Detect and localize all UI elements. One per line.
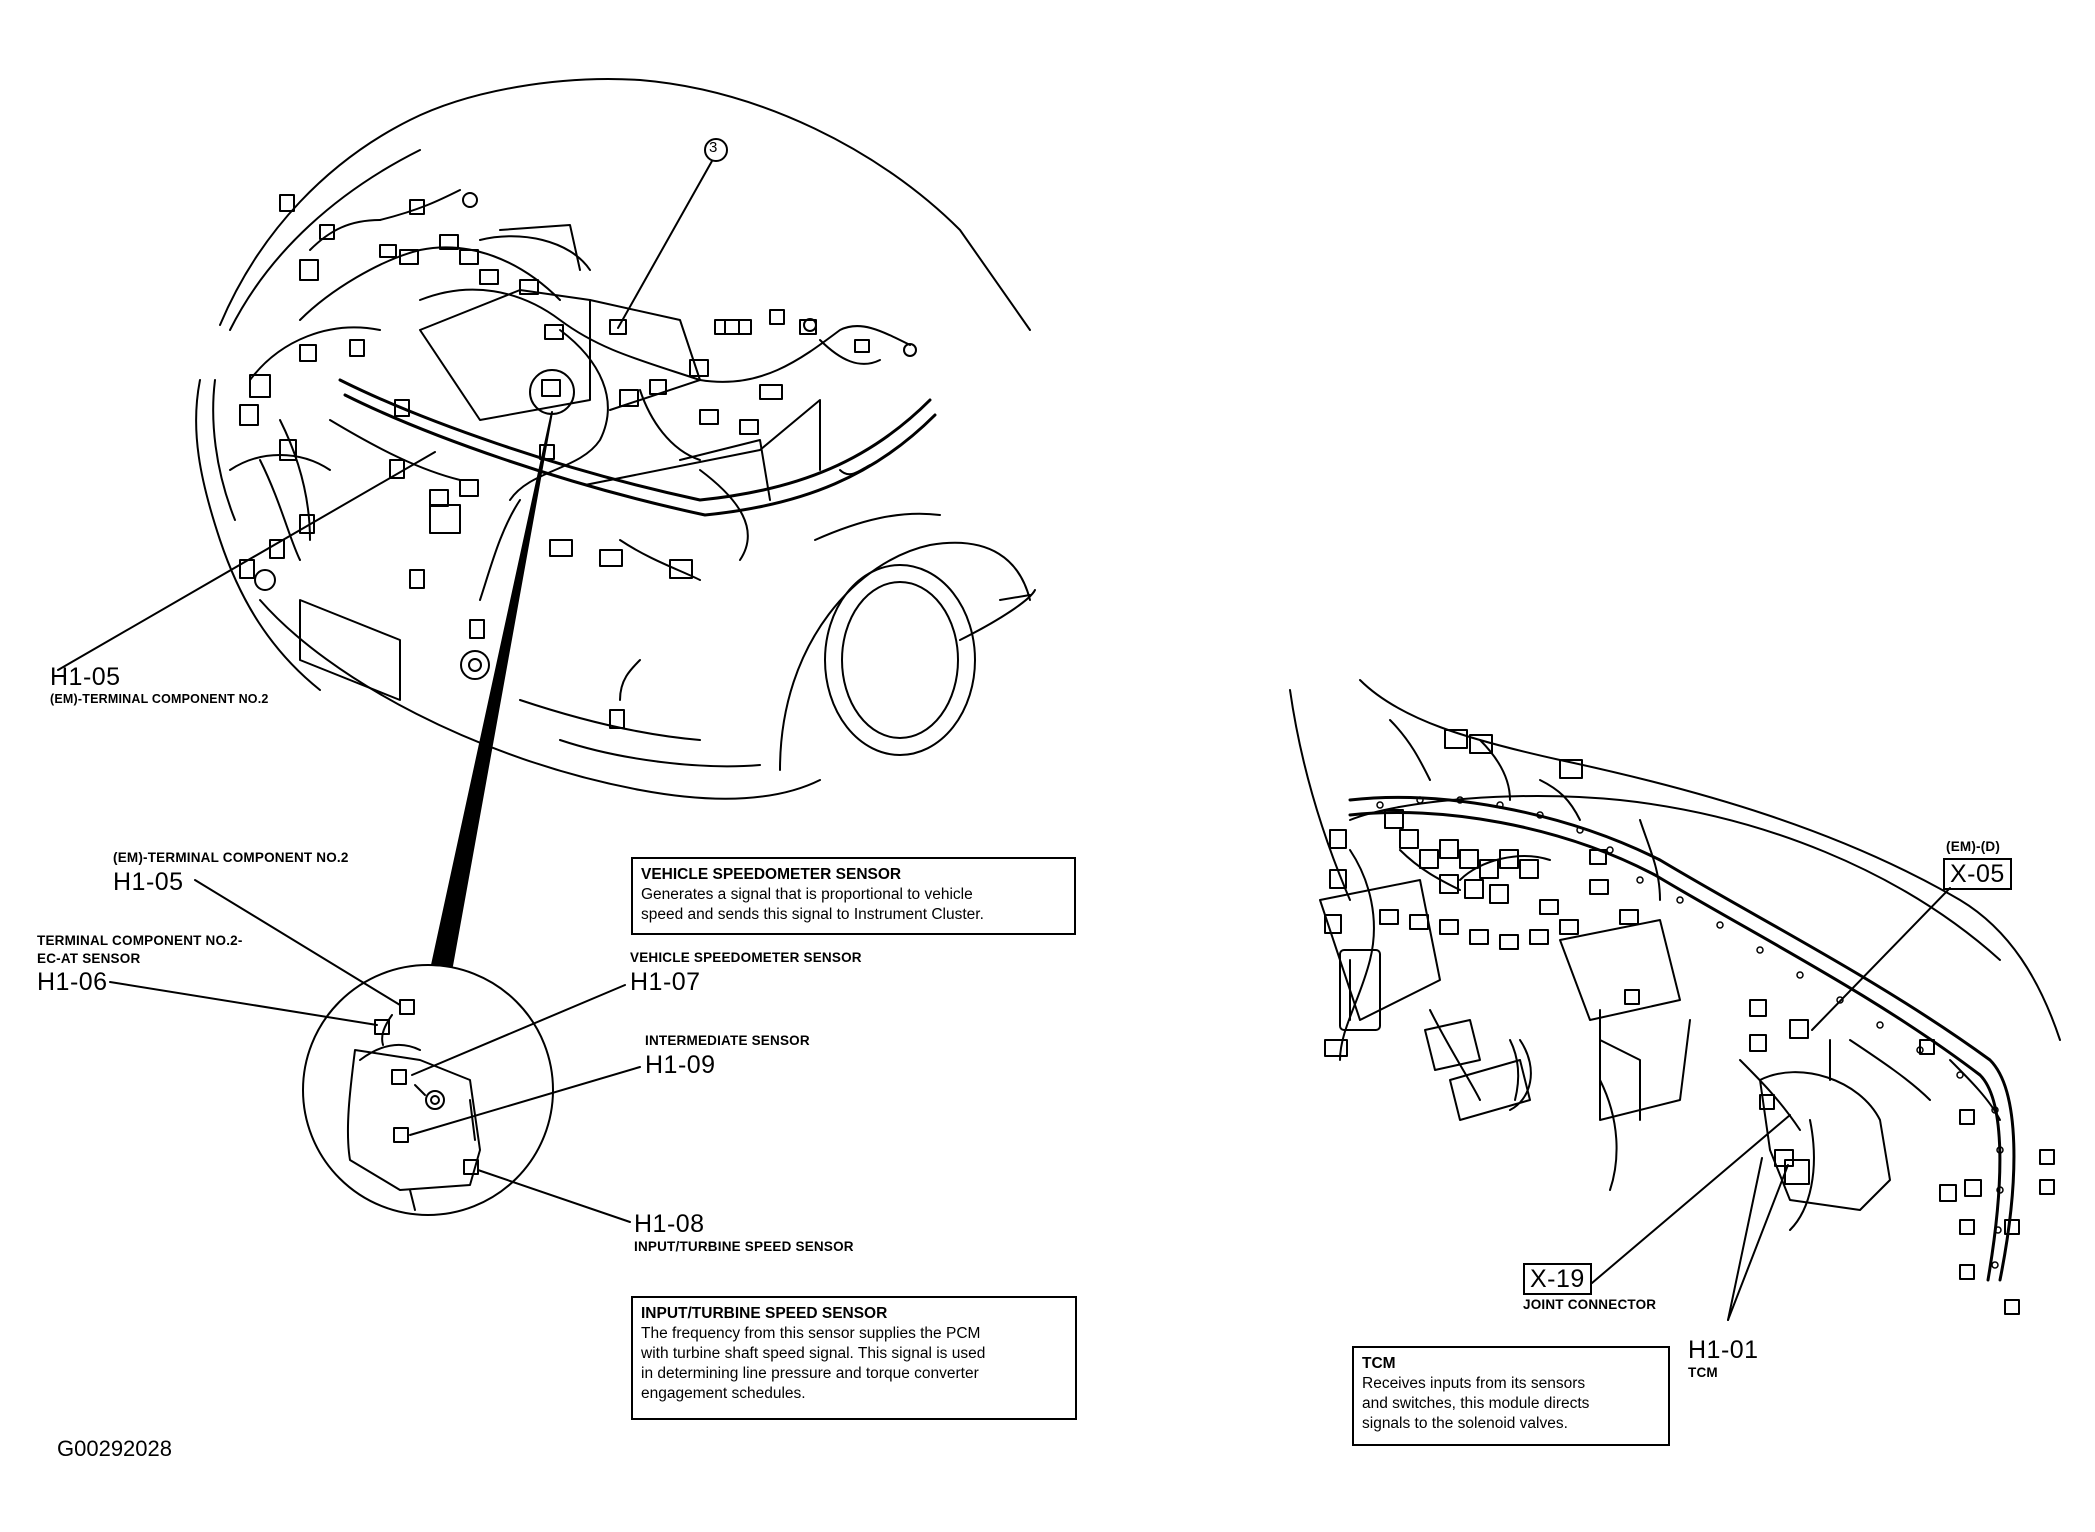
transmission-detail-view <box>302 964 554 1216</box>
h106-code: H1-06 <box>37 968 108 996</box>
callout-3-number: 3 <box>709 139 718 156</box>
x05-caption: (EM)-(D) <box>1946 839 2001 854</box>
turbine-info-title: INPUT/TURBINE SPEED SENSOR <box>641 1305 888 1322</box>
h105-detail-caption: (EM)-TERMINAL COMPONENT NO.2 <box>113 850 349 865</box>
figure-id: G00292028 <box>57 1436 172 1461</box>
h109-caption: INTERMEDIATE SENSOR <box>645 1033 810 1048</box>
dashboard-harness-illustration <box>1289 679 2061 1315</box>
h107-leader <box>411 984 626 1076</box>
turbine-info-line: engagement schedules. <box>641 1385 806 1402</box>
x05-code: X-05 <box>1943 858 2012 890</box>
engine-compartment-illustration <box>195 78 1036 800</box>
h108-code: H1-08 <box>634 1210 705 1238</box>
h106-caption-line1: TERMINAL COMPONENT NO.2- <box>37 933 243 948</box>
h106-leader <box>109 981 378 1026</box>
h108-caption: INPUT/TURBINE SPEED SENSOR <box>634 1239 854 1254</box>
turbine-info-box: INPUT/TURBINE SPEED SENSOR The frequency… <box>631 1296 1077 1420</box>
h105-top-caption: (EM)-TERMINAL COMPONENT NO.2 <box>50 692 269 706</box>
h109-leader <box>409 1066 641 1136</box>
turbine-info-line: The frequency from this sensor supplies … <box>641 1325 981 1342</box>
tcm-info-line: and switches, this module directs <box>1362 1395 1590 1412</box>
h106-caption-line2: EC-AT SENSOR <box>37 951 141 966</box>
h109-code: H1-09 <box>645 1051 716 1079</box>
x19-leader <box>1591 1114 1791 1284</box>
h107-code: H1-07 <box>630 968 701 996</box>
turbine-info-line: in determining line pressure and torque … <box>641 1365 979 1382</box>
speedometer-info-line: Generates a signal that is proportional … <box>641 886 973 903</box>
x19-code: X-19 <box>1523 1263 1592 1295</box>
h101-leader-b <box>1727 1157 1763 1321</box>
callout-3-leader <box>617 138 728 329</box>
h105-detail-code: H1-05 <box>113 868 184 896</box>
tcm-info-box: TCM Receives inputs from its sensors and… <box>1352 1346 1670 1446</box>
h101-caption: TCM <box>1688 1365 1718 1380</box>
h108-leader <box>477 1169 631 1223</box>
tcm-info-title: TCM <box>1362 1355 1396 1372</box>
x19-caption: JOINT CONNECTOR <box>1523 1297 1657 1312</box>
speedometer-info-title: VEHICLE SPEEDOMETER SENSOR <box>641 866 902 883</box>
h101-leader-a <box>1727 1164 1789 1321</box>
turbine-info-line: with turbine shaft speed signal. This si… <box>641 1345 986 1362</box>
tcm-info-line: signals to the solenoid valves. <box>1362 1415 1568 1432</box>
h105-top-leader <box>57 451 436 671</box>
h105-detail-leader <box>194 879 401 1006</box>
tcm-info-line: Receives inputs from its sensors <box>1362 1375 1586 1392</box>
h101-code: H1-01 <box>1688 1336 1759 1364</box>
x05-leader <box>1811 887 1951 1031</box>
speedometer-info-line: speed and sends this signal to Instrumen… <box>641 906 984 923</box>
speedometer-info-box: VEHICLE SPEEDOMETER SENSOR Generates a s… <box>631 857 1076 935</box>
h105-top-code: H1-05 <box>50 663 121 691</box>
h107-caption: VEHICLE SPEEDOMETER SENSOR <box>630 950 862 965</box>
detail-wedge <box>431 411 553 967</box>
